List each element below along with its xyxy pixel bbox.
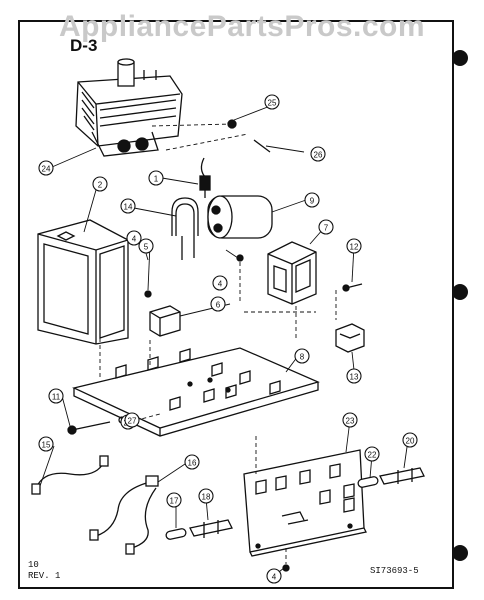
callouts: 1 2 4 4 4 5 6 7 8 9 11 12 13 14 15 16 17…: [38, 94, 418, 584]
callout-23: 23: [342, 412, 358, 428]
page-code: D-3: [70, 36, 98, 55]
svg-text:2: 2: [98, 181, 103, 190]
filament-transformer: [267, 241, 317, 305]
svg-text:20: 20: [406, 437, 415, 446]
assembly-guides: [99, 123, 337, 564]
relay: [149, 305, 181, 337]
binder-hole-middle: [452, 284, 468, 300]
svg-text:11: 11: [52, 393, 61, 402]
callout-24: 24: [38, 160, 54, 176]
svg-text:12: 12: [350, 243, 359, 252]
svg-text:4: 4: [272, 573, 277, 582]
footer-drawing-number: SI73693-5: [370, 566, 419, 576]
diode: [199, 157, 211, 198]
svg-text:18: 18: [202, 493, 211, 502]
svg-text:17: 17: [170, 497, 179, 506]
base-plate: [72, 347, 320, 437]
callout-7: 7: [318, 219, 334, 235]
svg-text:5: 5: [144, 243, 149, 252]
watermark: AppliancePartsPros.com: [58, 10, 426, 43]
callout-12: 12: [346, 238, 362, 254]
callout-2: 2: [92, 176, 108, 192]
callout-14: 14: [120, 198, 136, 214]
callout-4-bottom: 4: [266, 568, 282, 584]
svg-text:25: 25: [268, 99, 277, 108]
svg-text:4: 4: [218, 280, 223, 289]
binder-hole-top: [452, 50, 468, 66]
callout-13: 13: [346, 368, 362, 384]
callout-11: 11: [48, 388, 64, 404]
callout-5: 5: [138, 238, 154, 254]
fuse-holder-right: [357, 467, 425, 488]
footer-rev: REV. 1: [28, 571, 61, 581]
circuit-board: [243, 449, 367, 557]
wire-harness: [89, 475, 159, 555]
svg-text:13: 13: [350, 373, 359, 382]
callout-6: 6: [210, 296, 226, 312]
callout-20: 20: [402, 432, 418, 448]
callout-9: 9: [304, 192, 320, 208]
connector-block: [335, 323, 365, 353]
callout-18: 18: [198, 488, 214, 504]
callout-1: 1: [148, 170, 164, 186]
callout-25: 25: [264, 94, 280, 110]
svg-text:1: 1: [154, 175, 159, 184]
callout-15: 15: [38, 436, 54, 452]
svg-text:24: 24: [42, 165, 51, 174]
svg-text:9: 9: [310, 197, 315, 206]
svg-text:23: 23: [346, 417, 355, 426]
capacitor-bracket: [171, 197, 199, 260]
svg-text:15: 15: [42, 441, 51, 450]
svg-text:6: 6: [216, 301, 221, 310]
svg-text:14: 14: [124, 203, 133, 212]
callout-8: 8: [294, 348, 310, 364]
binder-hole-bottom: [452, 545, 468, 561]
magnetron: [75, 58, 183, 157]
svg-text:7: 7: [324, 224, 329, 233]
svg-text:8: 8: [300, 353, 305, 362]
svg-text:16: 16: [188, 459, 197, 468]
svg-text:4: 4: [132, 235, 137, 244]
svg-text:27: 27: [128, 417, 137, 426]
callout-4: 4: [126, 230, 142, 246]
footer-page: 10: [28, 560, 39, 570]
callout-26: 26: [310, 146, 326, 162]
svg-text:22: 22: [368, 451, 377, 460]
svg-text:26: 26: [314, 151, 323, 160]
callout-22: 22: [364, 446, 380, 462]
fuse-holder-left: [165, 519, 233, 540]
callout-16: 16: [184, 454, 200, 470]
callout-17: 17: [166, 492, 182, 508]
high-voltage-transformer: [37, 219, 129, 345]
callout-27: 27: [124, 412, 140, 428]
callout-4-lower: 4: [212, 275, 228, 291]
capacitor: [207, 195, 273, 239]
screws: [67, 119, 363, 572]
